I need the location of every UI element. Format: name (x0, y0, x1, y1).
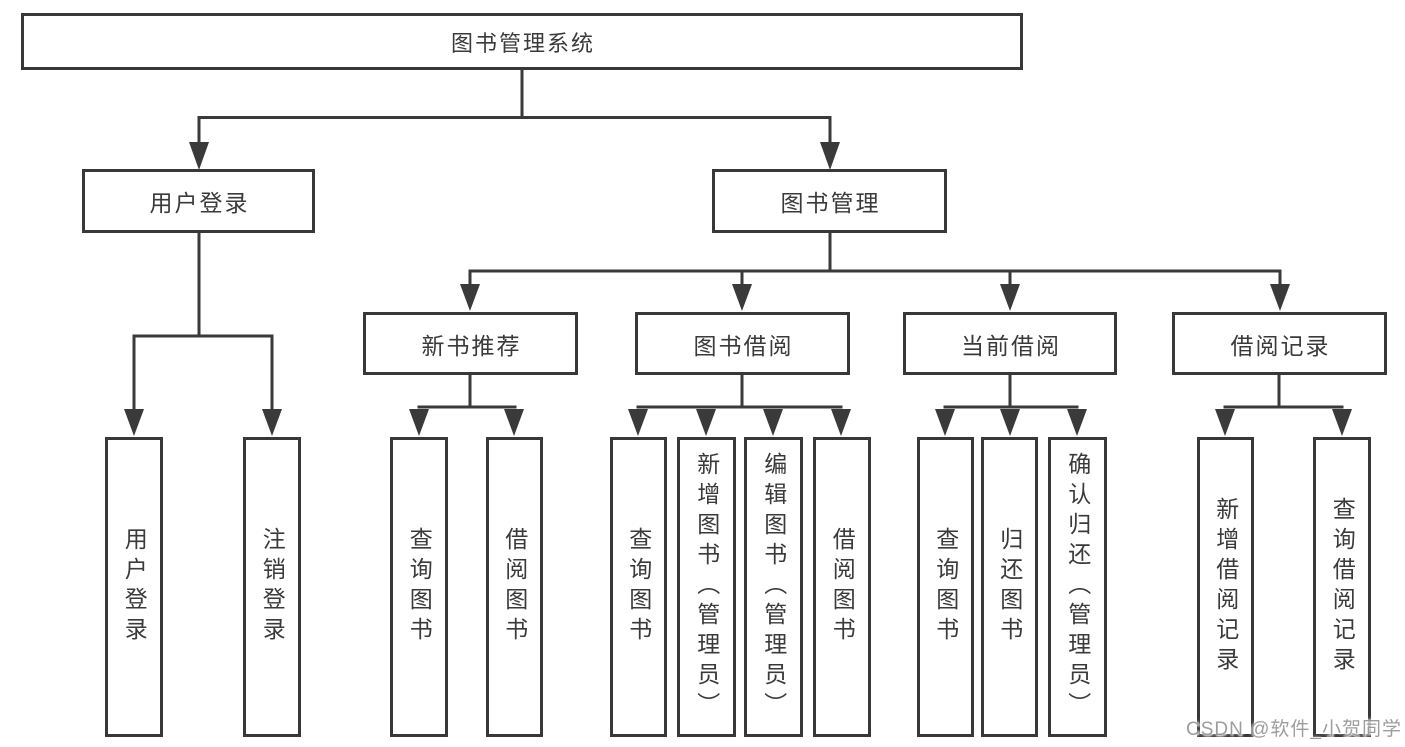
leaf-query-borrow-record-label: 查询借阅记录 (1329, 497, 1356, 677)
leaf-query-borrow-record: 查询借阅记录 (1313, 437, 1371, 737)
arrowheads (124, 142, 1352, 436)
leaf-query-book-recommend: 查询图书 (390, 437, 448, 737)
csdn-watermark: CSDN @软件_小贺同学 (1186, 719, 1402, 740)
leaf-return-book-label: 归还图书 (996, 527, 1023, 647)
node-library-system: 图书管理系统 (21, 13, 1023, 70)
leaf-borrow-book-borrowing-label: 借阅图书 (829, 527, 856, 647)
node-book-management: 图书管理 (712, 169, 947, 233)
leaf-add-book-admin: 新增图书（管理员） (677, 437, 736, 737)
leaf-query-book-recommend-label: 查询图书 (406, 527, 433, 647)
node-borrowing-records: 借阅记录 (1172, 312, 1387, 375)
leaf-logout-label: 注销登录 (259, 527, 286, 647)
node-book-borrowing: 图书借阅 (635, 312, 850, 375)
node-new-book-recommend: 新书推荐 (363, 312, 578, 375)
leaf-query-book-borrowing-label: 查询图书 (625, 527, 652, 647)
leaf-return-book: 归还图书 (981, 437, 1038, 737)
leaf-user-login-label: 用户登录 (121, 527, 148, 647)
node-current-borrowing: 当前借阅 (903, 312, 1117, 375)
leaf-borrow-book-recommend-label: 借阅图书 (501, 527, 528, 647)
leaf-borrow-book-borrowing: 借阅图书 (813, 437, 871, 737)
node-user-login: 用户登录 (82, 169, 315, 233)
leaf-confirm-return-admin: 确认归还（管理员） (1048, 437, 1107, 737)
leaf-query-book-current-label: 查询图书 (932, 527, 959, 647)
leaf-add-book-admin-label: 新增图书（管理员） (693, 452, 720, 722)
leaf-edit-book-admin: 编辑图书（管理员） (744, 437, 803, 737)
leaf-logout: 注销登录 (243, 437, 301, 737)
leaf-confirm-return-admin-label: 确认归还（管理员） (1064, 452, 1091, 722)
tree-edges (132, 69, 1344, 412)
leaf-user-login: 用户登录 (105, 437, 163, 737)
leaf-add-borrow-record: 新增借阅记录 (1197, 437, 1254, 737)
leaf-borrow-book-recommend: 借阅图书 (486, 437, 543, 737)
leaf-add-borrow-record-label: 新增借阅记录 (1212, 497, 1239, 677)
leaf-edit-book-admin-label: 编辑图书（管理员） (760, 452, 787, 722)
leaf-query-book-borrowing: 查询图书 (610, 437, 667, 737)
leaf-query-book-current: 查询图书 (917, 437, 974, 737)
